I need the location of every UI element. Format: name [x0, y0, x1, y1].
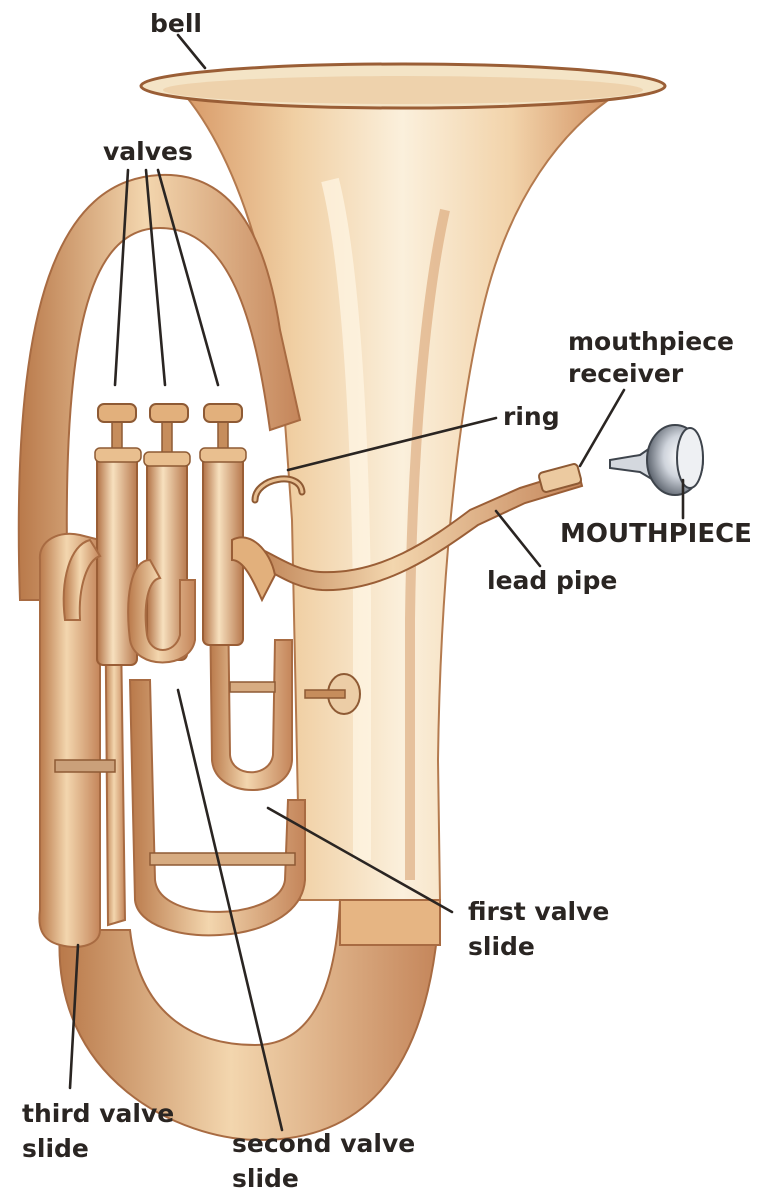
valve-cap-2 — [150, 404, 188, 422]
valve-cap-3 — [204, 404, 242, 422]
label-second-valve-slide-line2: slide — [232, 1164, 299, 1193]
label-second-valve-slide-line1: second valve — [232, 1129, 415, 1158]
valve-cap-1 — [98, 404, 136, 422]
label-third-valve-slide-line2: slide — [22, 1134, 89, 1163]
label-mouthpiece-receiver-line1: mouthpiece — [568, 327, 734, 356]
label-third-valve-slide-line1: third valve — [22, 1099, 174, 1128]
label-valves: valves — [103, 137, 193, 166]
label-bell: bell — [150, 9, 202, 38]
mouthpiece-part — [610, 425, 703, 495]
label-lead-pipe: lead pipe — [487, 566, 617, 595]
label-mouthpiece-receiver-line2: receiver — [568, 359, 684, 388]
label-ring: ring — [503, 402, 560, 431]
label-first-valve-slide-line2: slide — [468, 932, 535, 961]
bell-ferrule — [340, 900, 440, 945]
label-mouthpiece: MOUTHPIECE — [560, 519, 752, 549]
label-first-valve-slide-line1: first valve — [468, 897, 609, 926]
